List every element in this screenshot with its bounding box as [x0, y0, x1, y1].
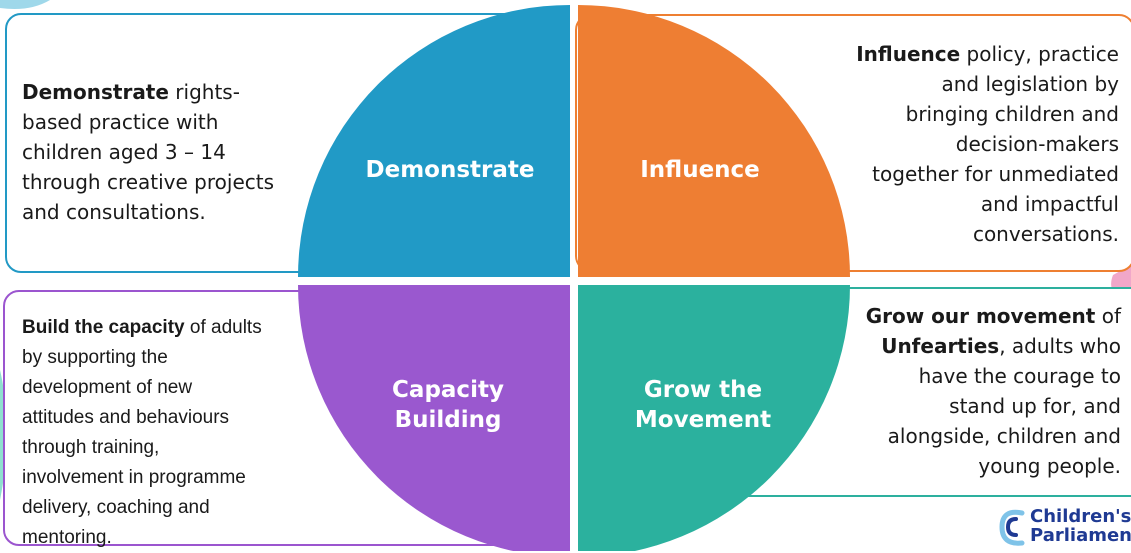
influence-label: Influence [640, 157, 760, 183]
influence-quadrant [578, 5, 850, 277]
decorative-blob-top-left [0, 0, 50, 9]
capacity-building-quadrant [298, 285, 570, 551]
grow-movement-description: Grow our movement of Unfearties, adults … [865, 304, 1121, 478]
demonstrate-quadrant [298, 5, 570, 277]
demonstrate-label: Demonstrate [365, 157, 535, 183]
childrens-parliament-logo-icon [999, 509, 1025, 546]
grow-movement-quadrant [578, 285, 850, 551]
influence-description: Influence policy, practice and legislati… [856, 42, 1119, 246]
capacity-building-description: Build the capacity of adults by supporti… [22, 317, 262, 548]
demonstrate-description: Demonstrate rights- based practice with … [22, 80, 275, 224]
